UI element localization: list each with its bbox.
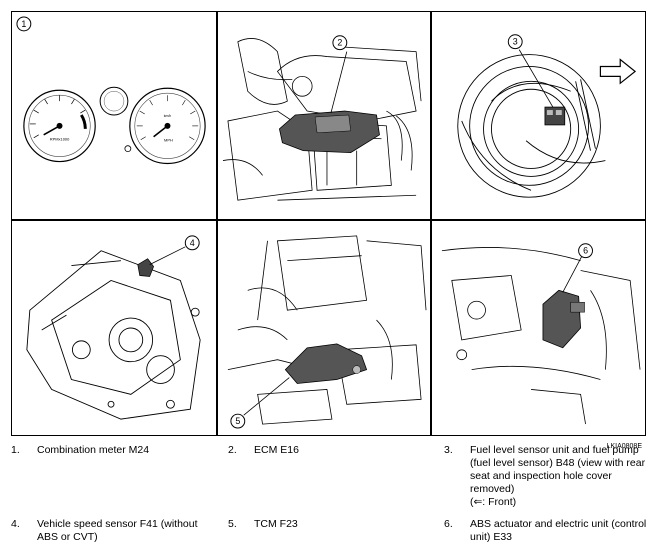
- panel-combination-meter: 1 RPMx1000: [11, 11, 217, 220]
- callout-6: 6: [578, 243, 593, 259]
- transaxle-drawing: 4: [26, 235, 201, 420]
- callout-1: 1: [16, 16, 32, 32]
- combination-meter-drawing: 1 RPMx1000: [16, 16, 206, 165]
- abs-actuator-drawing: 6: [441, 243, 641, 425]
- callout-5: 5: [230, 413, 246, 429]
- figure-grid: 1 RPMx1000: [11, 11, 646, 450]
- callout-2: 2: [332, 35, 348, 51]
- svg-text:MPH: MPH: [164, 138, 173, 143]
- svg-text:4: 4: [190, 238, 195, 248]
- panel-ecm: 2: [217, 11, 431, 220]
- ecm-engine-bay-drawing: 2: [222, 35, 422, 201]
- svg-text:1: 1: [21, 19, 26, 29]
- panel-abs-actuator: 6: [431, 220, 646, 436]
- fuel-sensor-unit-drawing: 3: [457, 34, 637, 198]
- svg-text:2: 2: [337, 38, 342, 48]
- callout-4: 4: [184, 235, 200, 251]
- svg-text:6: 6: [583, 246, 588, 256]
- svg-text:RPMx1000: RPMx1000: [50, 137, 70, 142]
- front-arrow-icon: [599, 58, 637, 85]
- figure-code: LKIA0808E: [606, 443, 642, 450]
- svg-text:3: 3: [513, 37, 518, 47]
- panel-vehicle-speed-sensor: 4: [11, 220, 217, 436]
- callout-3: 3: [507, 34, 523, 50]
- tcm-engine-bay-drawing: 5: [227, 235, 427, 429]
- panel-fuel-level-sensor: 3: [431, 11, 646, 220]
- panel-tcm: 5: [217, 220, 431, 436]
- svg-text:km/h: km/h: [164, 114, 172, 118]
- svg-text:5: 5: [235, 416, 240, 426]
